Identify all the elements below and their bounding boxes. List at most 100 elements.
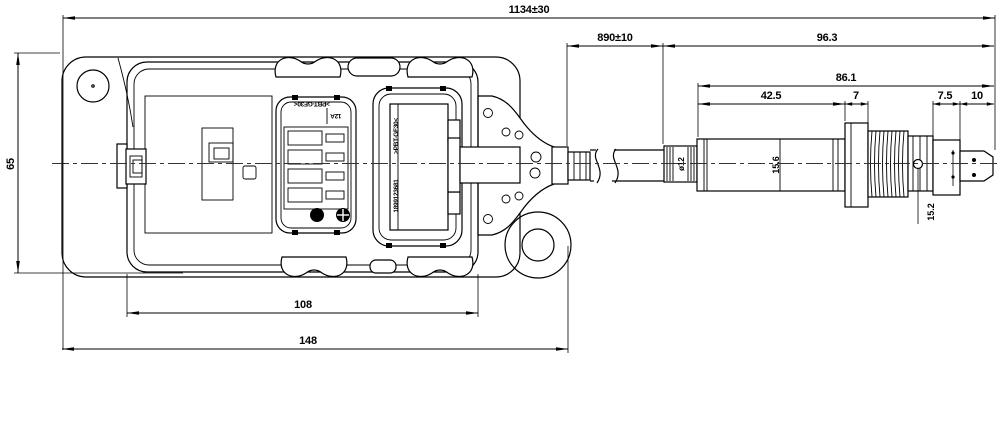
axis-dot (951, 151, 955, 155)
dim-cable-length-label: 890±10 (597, 32, 633, 44)
grip-bump (274, 56, 342, 78)
seal-port (912, 158, 924, 170)
connector-tab (386, 86, 392, 91)
clip-slot-inner (132, 159, 143, 174)
connector-right-body (389, 103, 449, 231)
pin (287, 149, 323, 165)
pin-contact (325, 171, 345, 181)
mounting-hole-bottom-right (521, 228, 555, 262)
hex-flange (844, 122, 869, 208)
plate-hole (483, 214, 493, 224)
thread (886, 130, 889, 198)
corrugated-tube: ø12 (663, 145, 698, 183)
axis-dot (951, 175, 955, 179)
pin-contact (325, 133, 345, 143)
latch-detail (242, 165, 257, 180)
connector-left-code-marking: 12A (330, 112, 342, 119)
thread (890, 130, 893, 198)
connector-right: >PBT-GF30< 1899123681 (372, 86, 521, 248)
plate-hole (483, 108, 493, 118)
latch-detail (208, 142, 234, 163)
label-mask (675, 150, 687, 178)
body-diameter-label: 15.6 (771, 156, 781, 174)
pin-contact (325, 190, 345, 200)
dim-probe-mid-label: 86.1 (836, 72, 857, 84)
cable-grommet (551, 146, 569, 185)
mounting-ear-bottom-right (504, 211, 572, 279)
connector-tab (292, 95, 298, 100)
ecu-cover (116, 56, 479, 278)
plate-hole (514, 130, 524, 140)
mounting-hole-top-left (76, 69, 110, 103)
grip-bump (406, 56, 474, 78)
dim-cover-width-label: 108 (294, 299, 312, 311)
seal-plug (310, 208, 324, 222)
connector-lug (447, 191, 461, 215)
clip-body (125, 148, 147, 185)
connector-left: >PBT-GF30< 12A (275, 95, 357, 235)
dim-tip-length-label: 10 (971, 90, 983, 102)
thread-section (867, 130, 909, 198)
pin (287, 130, 323, 146)
dim-overall-length-label: 1134±30 (509, 4, 550, 16)
dim-bracket-width-label: 148 (299, 335, 317, 347)
connector-tab (440, 86, 446, 91)
terminal-block (459, 146, 521, 184)
grip-bump (347, 57, 401, 77)
thread (902, 130, 905, 198)
bracket-ear-boundary (117, 57, 134, 128)
dim-hex-width-label: 7 (853, 90, 859, 102)
connector-tab (292, 230, 298, 235)
latch-detail (201, 127, 234, 201)
tip-hole (972, 173, 976, 177)
connector-left-material-marking: >PBT-GF30< (294, 100, 330, 107)
connector-left-inner (280, 101, 352, 229)
probe-tip (959, 150, 994, 182)
tip-hole (972, 158, 976, 162)
connector-tab (386, 243, 392, 248)
connector-tab (334, 230, 340, 235)
connector-right-material-marking: >PBT-GF30< (393, 118, 400, 154)
grip-bump (406, 256, 474, 278)
latch-detail (213, 147, 230, 160)
plate-hole (530, 151, 542, 163)
break-line (612, 148, 619, 184)
probe-body (696, 138, 846, 192)
pin (287, 187, 323, 203)
plate-hole (529, 167, 541, 179)
dimensions: 1134±30 890±10 96.3 86.1 42.5 7 7.5 10 6… (5, 4, 996, 353)
pin-rows (287, 130, 345, 203)
break-line (594, 148, 601, 184)
plate-hole (501, 127, 511, 137)
dim-unit-height-label: 65 (5, 158, 17, 170)
plate-hole (501, 194, 511, 204)
connector-right-code-marking: 1899123681 (393, 179, 400, 213)
ear-outline (504, 211, 572, 279)
tube-diameter-label: ø12 (677, 157, 686, 171)
pin-contact (325, 152, 345, 162)
sensor-probe: 15.6 15.2 (696, 122, 994, 224)
thread (894, 130, 897, 198)
grommet-ribs (567, 151, 591, 181)
dim-probe-total-label: 96.3 (817, 32, 838, 44)
label-area (144, 95, 273, 234)
thread (878, 130, 881, 198)
grip-bump (369, 259, 397, 274)
connector-tab (334, 95, 340, 100)
thread (870, 130, 873, 198)
hole-center-mark (91, 84, 95, 88)
side-clip (116, 143, 147, 189)
thread (882, 130, 885, 198)
dim-body-length-label: 42.5 (761, 90, 782, 102)
plate-hole (514, 191, 524, 201)
pin (287, 168, 323, 184)
dim-step-width-label: 7.5 (938, 90, 953, 102)
terminal-neck (447, 137, 461, 193)
thread (898, 130, 901, 198)
grip-bump (280, 256, 348, 278)
seal-diameter-label: 15.2 (926, 203, 936, 221)
connector-tab (440, 243, 446, 248)
cable-assembly (551, 146, 664, 185)
